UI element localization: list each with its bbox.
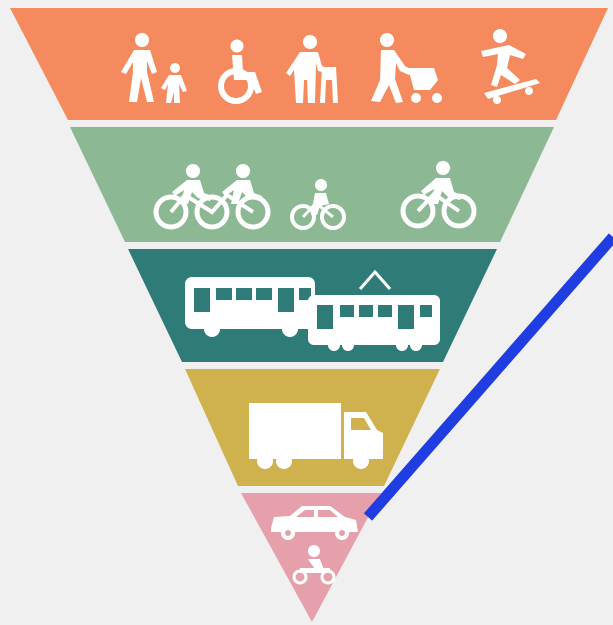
skateboarder-icon [481, 29, 540, 104]
child-cyclist-icon [290, 179, 346, 230]
pedestrian-with-child-icon [121, 33, 187, 103]
stroller-pusher-icon [371, 33, 442, 103]
wheelchair-user-icon [218, 39, 262, 104]
car-icon [271, 506, 358, 540]
tram-icon [308, 269, 440, 351]
motorcycle-icon [292, 545, 336, 585]
tandem-bicycle-icon [153, 164, 271, 230]
cyclist-icon [400, 161, 477, 229]
bus-icon [185, 277, 315, 337]
pointer-line [363, 233, 613, 521]
walker-user-icon [286, 35, 338, 103]
